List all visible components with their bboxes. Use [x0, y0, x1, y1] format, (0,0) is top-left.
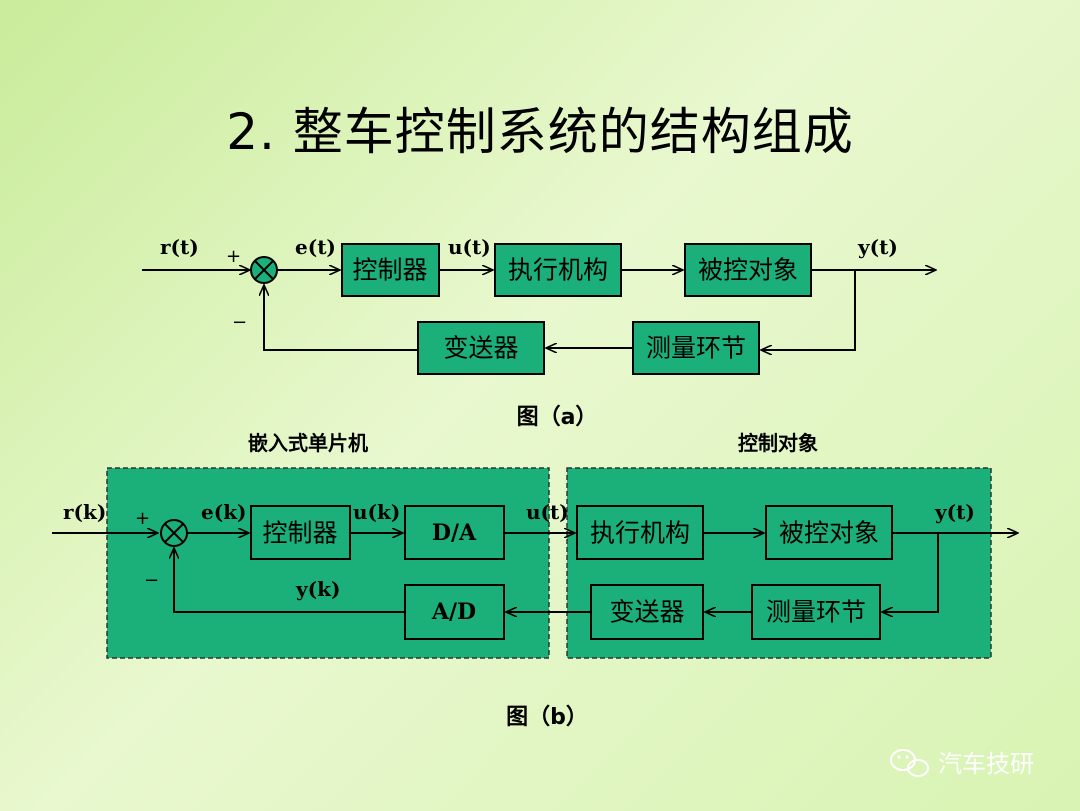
svg-text:执行机构: 执行机构 — [590, 519, 690, 548]
svg-text:D/A: D/A — [432, 520, 477, 546]
svg-text:被控对象: 被控对象 — [698, 256, 798, 285]
watermark: 汽车技研 — [890, 749, 1034, 778]
signal-error-b: e(k) — [201, 500, 247, 524]
controller-block-a: 控制器 — [341, 243, 440, 297]
summing-junction-a — [250, 256, 278, 284]
output-feedback-line-a — [761, 270, 856, 350]
svg-text:变送器: 变送器 — [443, 334, 518, 363]
plant-block-a: 被控对象 — [684, 243, 812, 297]
caption-a: 图（a） — [517, 405, 598, 430]
watermark-text: 汽车技研 — [938, 750, 1034, 778]
ad-converter-block: A/D — [404, 584, 505, 640]
svg-text:控制器: 控制器 — [352, 256, 427, 285]
signal-output-b: y(t) — [934, 500, 975, 524]
summing-junction-b — [160, 519, 188, 547]
signal-input-b: r(k) — [63, 500, 106, 524]
svg-text:被控对象: 被控对象 — [779, 519, 879, 548]
diagram-b: 嵌入式单片机 控制对象 r(k) + − e(k) 控制器 u(k) D/A u… — [52, 431, 1018, 730]
controlled-object-label: 控制对象 — [738, 431, 818, 455]
plant-block-b: 被控对象 — [765, 505, 893, 560]
minus-sign-b: − — [144, 570, 159, 591]
caption-b: 图（b） — [506, 705, 588, 730]
svg-text:执行机构: 执行机构 — [508, 256, 608, 285]
feedback-return-line-a — [264, 285, 418, 351]
signal-control-a: u(t) — [448, 235, 491, 259]
plus-sign-a: + — [226, 246, 241, 267]
da-converter-block: D/A — [404, 505, 505, 560]
controller-block-b: 控制器 — [250, 505, 351, 560]
feedback-return-line-b — [174, 548, 405, 613]
transmitter-block-b: 变送器 — [590, 584, 704, 640]
output-feedback-line-b — [882, 533, 939, 612]
svg-text:测量环节: 测量环节 — [766, 598, 866, 627]
plus-sign-b: + — [135, 508, 150, 529]
signal-output-a: y(t) — [857, 235, 898, 259]
signal-control-digital-b: u(k) — [353, 500, 400, 524]
svg-text:测量环节: 测量环节 — [646, 334, 746, 363]
embedded-mcu-label: 嵌入式单片机 — [248, 431, 368, 455]
signal-input-a: r(t) — [160, 235, 199, 259]
page-title: 2. 整车控制系统的结构组成 — [226, 103, 854, 161]
diagram-a: r(t) + − e(t) 控制器 u(t) 执行机构 被控对象 y(t) — [142, 235, 936, 430]
signal-feedback-b: y(k) — [295, 577, 340, 601]
actuator-block-b: 执行机构 — [576, 505, 704, 560]
measurement-block-a: 测量环节 — [632, 321, 760, 375]
transmitter-block-a: 变送器 — [417, 321, 545, 375]
svg-text:控制器: 控制器 — [262, 519, 337, 548]
minus-sign-a: − — [232, 312, 247, 333]
signal-error-a: e(t) — [295, 235, 336, 259]
svg-text:A/D: A/D — [431, 599, 476, 625]
wechat-icon — [890, 749, 929, 777]
measurement-block-b: 测量环节 — [751, 584, 881, 640]
svg-text:变送器: 变送器 — [609, 598, 684, 627]
signal-control-analog-b: u(t) — [526, 500, 569, 524]
actuator-block-a: 执行机构 — [494, 243, 622, 297]
